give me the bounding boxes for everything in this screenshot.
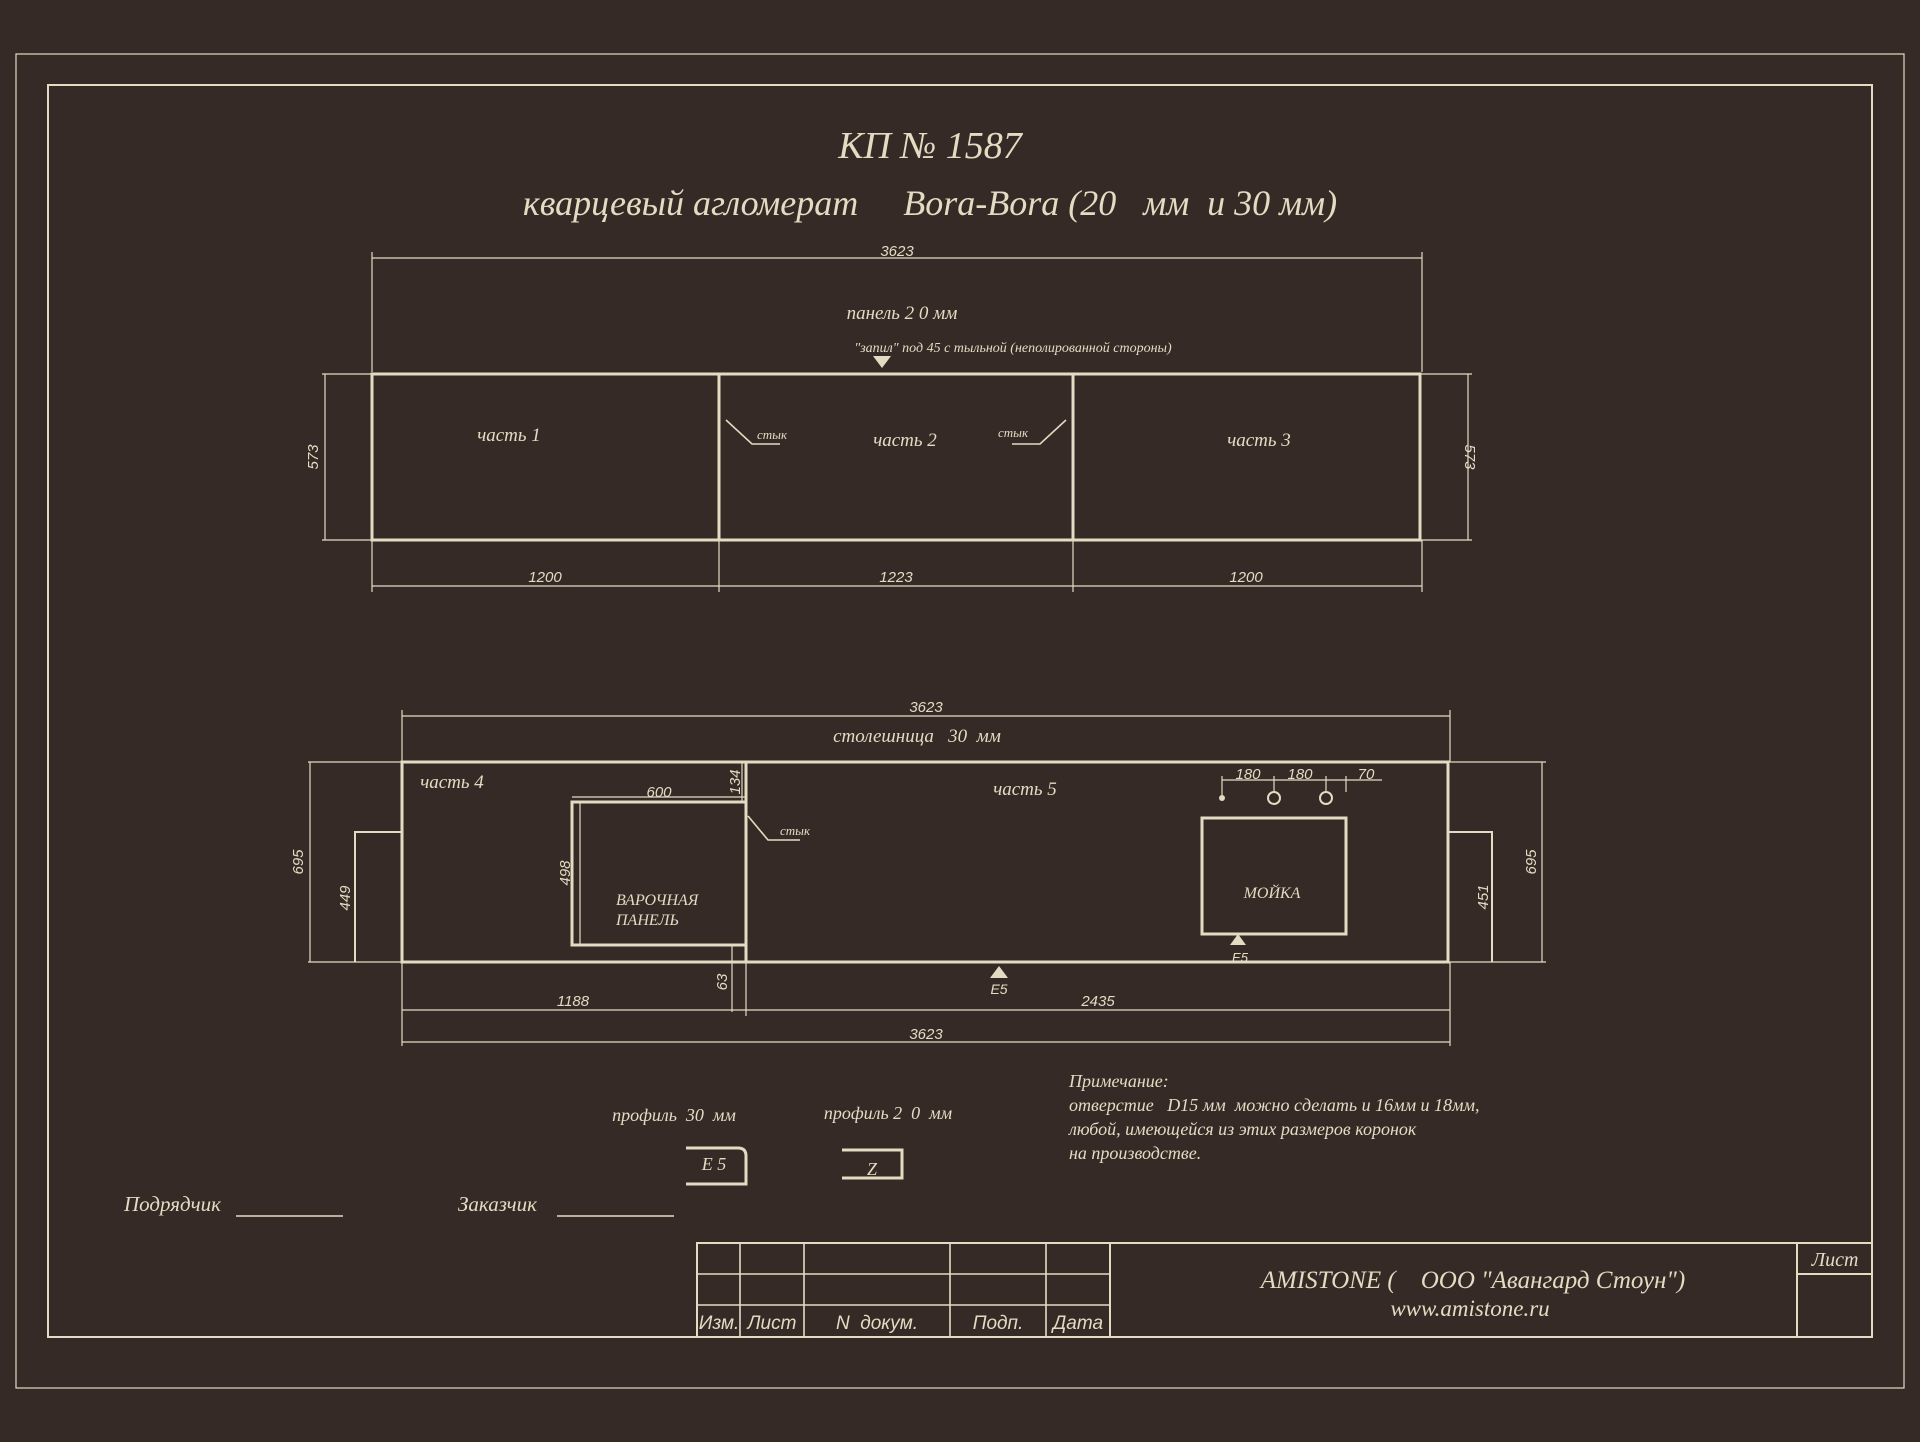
hob-label-line2: ПАНЕЛЬ — [615, 912, 679, 929]
hob-depth: 498 — [557, 860, 574, 886]
bottom-slab-outline — [400, 760, 1450, 964]
profile-30-code: Е 5 — [701, 1154, 727, 1174]
note-line-1: отверстие D15 мм можно сделать и 16мм и … — [1069, 1095, 1480, 1115]
bottom-panel-label: столешница 30 мм — [833, 726, 1001, 747]
top-slab-outline — [370, 372, 1422, 542]
hob-cutout — [570, 800, 748, 947]
bottom-height-right: 695 — [1523, 849, 1540, 875]
segment-width-2: 2435 — [1080, 993, 1115, 1010]
hob-offset-bottom: 63 — [714, 973, 731, 990]
bottom-overall-width-bottom: 3623 — [909, 1026, 943, 1043]
part-4-label: часть 4 — [420, 772, 484, 793]
right-side-wall — [1448, 831, 1493, 962]
bottom-joint-marker — [747, 815, 800, 841]
note-block: Примечание: отверстие D15 мм можно сдела… — [1068, 1071, 1480, 1163]
inner-frame — [47, 84, 1873, 1338]
sink-edge-marker — [1230, 934, 1246, 945]
hole-spacing-3: 70 — [1358, 766, 1375, 783]
side-right: 451 — [1475, 884, 1492, 909]
tap-hole-small — [1219, 795, 1225, 801]
front-edge-marker — [990, 966, 1008, 978]
segment-width-1: 1188 — [557, 993, 590, 1010]
front-edge-label: Е5 — [990, 981, 1007, 997]
title-block-frame — [696, 1242, 1873, 1338]
cut-note: "запил" под 45 с тыльной (неполированной… — [854, 341, 1172, 356]
side-left: 449 — [337, 885, 354, 911]
sink-cutout — [1200, 816, 1348, 936]
part-1-width: 1200 — [528, 569, 562, 586]
hob-label-line1: ВАРОЧНАЯ — [616, 892, 700, 909]
top-panel: 3623 панель 2 0 мм "запил" под 45 с тыль… — [305, 243, 1478, 592]
drawing-title: КП № 1587 — [837, 125, 1024, 167]
col-signature: Подп. — [973, 1313, 1024, 1334]
tap-hole-1 — [1267, 791, 1281, 805]
part-1-label: часть 1 — [477, 425, 541, 446]
hob-offset-top: 134 — [727, 769, 744, 794]
col-sheet: Лист — [746, 1313, 797, 1334]
company-name: AMISTONE ( ООО "Авангард Стоун") — [1259, 1267, 1685, 1294]
top-panel-label: панель 2 0 мм — [847, 303, 958, 324]
part-2-label: часть 2 — [873, 430, 937, 451]
col-document: N докум. — [836, 1313, 918, 1334]
hob-width: 600 — [646, 784, 672, 801]
part-2-width: 1223 — [879, 569, 913, 586]
note-line-2: любой, имеющейся из этих размеров короно… — [1068, 1119, 1417, 1139]
note-line-3: на производстве. — [1069, 1143, 1201, 1163]
joint-marker-left — [725, 419, 780, 445]
left-side-wall — [354, 831, 402, 962]
sink-label: МОЙКА — [1243, 883, 1301, 902]
bottom-height-left: 695 — [290, 849, 307, 875]
signatures: Подрядчик Заказчик — [123, 1192, 674, 1217]
hole-spacing-2: 180 — [1287, 766, 1313, 783]
note-title: Примечание: — [1068, 1071, 1169, 1091]
part-5-label: часть 5 — [993, 779, 1057, 800]
profile-20-code: Z — [867, 1159, 878, 1179]
title-block: Изм. Лист N докум. Подп. Дата AMISTONE (… — [696, 1242, 1873, 1338]
profile-30-label: профиль 30 мм — [612, 1105, 736, 1125]
profiles: профиль 30 мм Е 5 профиль 2 0 мм Z — [612, 1103, 953, 1186]
top-height-right: 573 — [1461, 444, 1478, 470]
profile-30-shape — [686, 1146, 748, 1186]
sink-edge-label: Е5 — [1232, 950, 1249, 965]
part-3-label: часть 3 — [1227, 430, 1291, 451]
hole-spacing-1: 180 — [1235, 766, 1261, 783]
contractor-label: Подрядчик — [123, 1192, 221, 1216]
profile-20-shape — [842, 1148, 904, 1180]
col-date: Дата — [1051, 1313, 1103, 1334]
company-website: www.amistone.ru — [1390, 1296, 1549, 1321]
bottom-overall-width-top: 3623 — [909, 699, 943, 716]
col-change: Изм. — [699, 1313, 740, 1334]
tap-hole-2 — [1319, 791, 1333, 805]
drawing-subtitle: кварцевый агломерат Bora-Bora (20 мм и 3… — [523, 183, 1337, 223]
top-height-left: 573 — [305, 444, 322, 470]
bottom-joint-label: стык — [780, 823, 811, 838]
joint-marker-right — [1012, 419, 1067, 445]
top-overall-width: 3623 — [880, 243, 914, 260]
joint-label-left: стык — [757, 427, 788, 442]
outer-frame — [15, 53, 1905, 1389]
part-3-width: 1200 — [1229, 569, 1263, 586]
profile-20-label: профиль 2 0 мм — [824, 1103, 953, 1123]
cut-marker-arrow — [873, 356, 891, 368]
bottom-panel: 3623 столешница 30 мм часть 4 часть 5 ст… — [290, 699, 1546, 1046]
sheet-label: Лист — [1811, 1249, 1859, 1271]
joint-label-right: стык — [998, 425, 1029, 440]
customer-label: Заказчик — [458, 1192, 537, 1216]
